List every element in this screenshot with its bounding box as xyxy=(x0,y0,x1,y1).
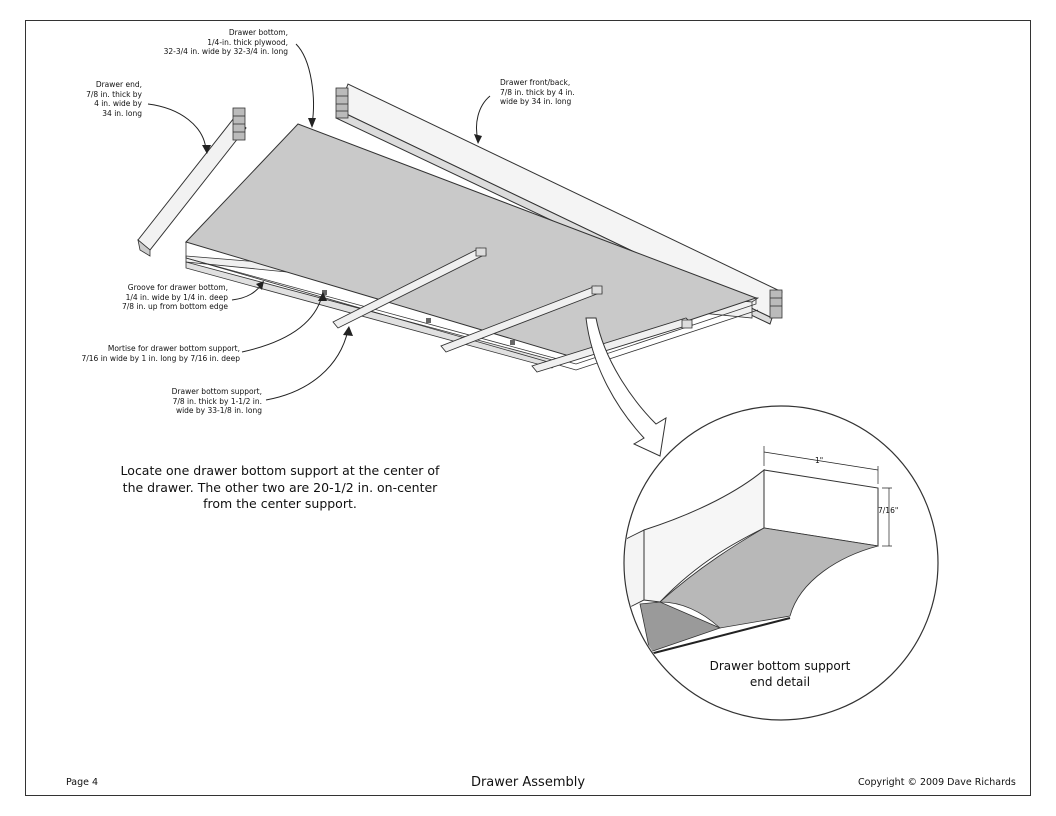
support-end-detail xyxy=(625,446,892,655)
drawer-front-back-label: Drawer front/back, 7/8 in. thick by 4 in… xyxy=(500,78,575,106)
drawer-bottom-label: Drawer bottom, 1/4-in. thick plywood, 32… xyxy=(163,28,288,56)
mortise-mark xyxy=(426,318,431,323)
copyright: Copyright © 2009 Dave Richards xyxy=(858,777,1016,788)
detail-caption: Drawer bottom support end detail xyxy=(709,659,851,689)
arrow-heads xyxy=(202,118,482,336)
detail-pointer-arrow xyxy=(585,317,667,457)
drawer-end-label: Drawer end, 7/8 in. thick by 4 in. wide … xyxy=(86,80,142,118)
page-title: Drawer Assembly xyxy=(470,775,586,790)
mortise-mark xyxy=(322,290,327,295)
drawer-bottom-support xyxy=(531,317,693,373)
support-label: Drawer bottom support, 7/8 in. thick by … xyxy=(171,387,262,415)
drawer-bottom-support xyxy=(440,285,603,353)
placement-note: Locate one drawer bottom support at the … xyxy=(120,463,440,511)
drawer-end-board xyxy=(137,107,247,257)
page-number: Page 4 xyxy=(66,777,99,788)
width-dimension: 1" xyxy=(815,456,824,465)
page-frame xyxy=(25,20,1031,796)
groove-label: Groove for drawer bottom, 1/4 in. wide b… xyxy=(121,283,228,311)
height-dimension: 7/16" xyxy=(878,506,899,515)
mortise-mark xyxy=(510,340,515,345)
leader-lines xyxy=(147,43,491,401)
drawer-bottom-support xyxy=(332,247,487,329)
mortise-label: Mortise for drawer bottom support, 7/16 … xyxy=(81,344,240,363)
